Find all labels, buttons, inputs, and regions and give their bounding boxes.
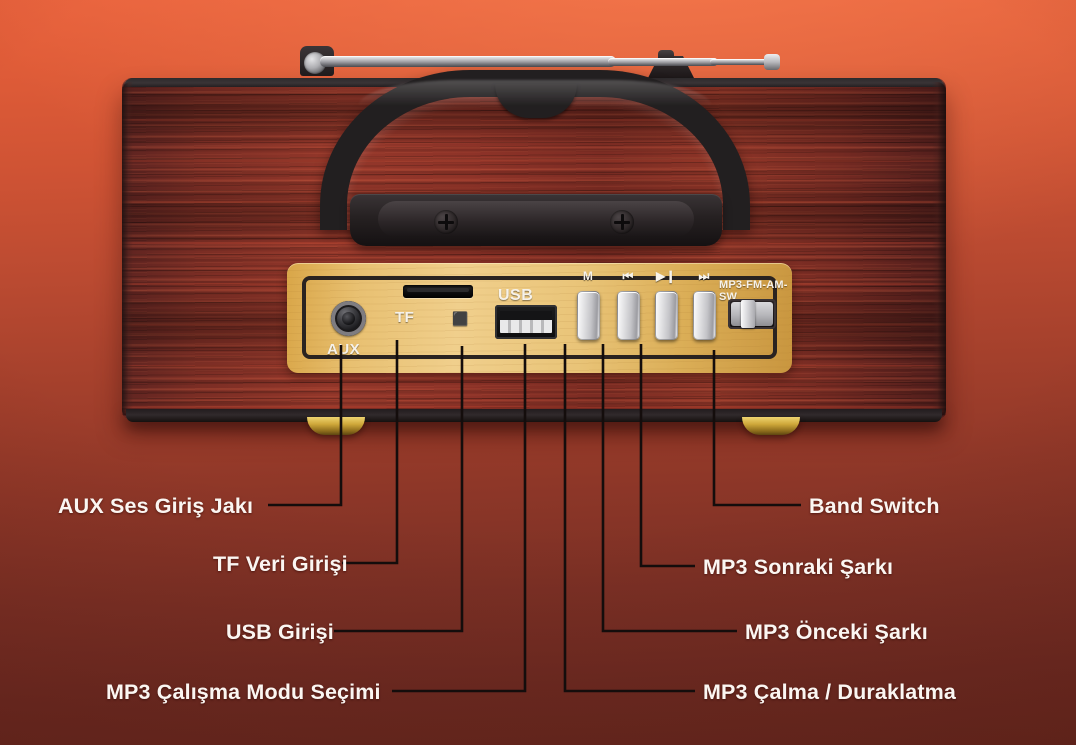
play-pause-button[interactable] xyxy=(655,291,678,340)
cabinet-foot-left xyxy=(307,417,365,435)
memory-card-icon: ⬛ xyxy=(452,311,469,326)
radio-speaker: AUX TF ⬛ USB M ⏮ ▶❙ ⏭ MP3-FM-AM-SW xyxy=(122,46,946,435)
annotation-band-switch: Band Switch xyxy=(809,494,940,518)
band-switch[interactable] xyxy=(728,299,776,329)
antenna-tip xyxy=(764,54,780,70)
annotation-aux: AUX Ses Giriş Jakı xyxy=(58,494,254,518)
control-panel: AUX TF ⬛ USB M ⏮ ▶❙ ⏭ MP3-FM-AM-SW xyxy=(287,263,792,373)
aux-port-label: AUX xyxy=(327,341,361,358)
next-button-caption: ⏭ xyxy=(698,269,710,283)
previous-button-caption: ⏮ xyxy=(622,269,634,283)
annotation-tf: TF Veri Girişi xyxy=(213,552,348,576)
annotation-mode: MP3 Çalışma Modu Seçimi xyxy=(106,680,381,704)
mode-button[interactable] xyxy=(577,291,600,340)
play-pause-button-caption: ▶❙ xyxy=(656,269,676,283)
antenna-segment-2 xyxy=(608,58,718,66)
annotation-previous: MP3 Önceki Şarkı xyxy=(745,620,928,644)
screw-icon-right xyxy=(610,210,634,234)
antenna-segment-1 xyxy=(320,56,616,67)
mode-button-caption: M xyxy=(582,269,594,283)
usb-port-label: USB xyxy=(498,287,534,304)
handle-mount-plate xyxy=(350,194,722,246)
cabinet-right-edge xyxy=(932,82,946,416)
next-button[interactable] xyxy=(693,291,716,340)
annotation-next: MP3 Sonraki Şarkı xyxy=(703,555,894,579)
usb-port[interactable] xyxy=(495,305,557,339)
screw-icon-left xyxy=(434,210,458,234)
tf-card-slot[interactable] xyxy=(403,285,473,298)
annotation-usb: USB Girişi xyxy=(226,620,334,644)
band-switch-knob[interactable] xyxy=(741,300,755,328)
carry-handle[interactable] xyxy=(320,70,750,248)
aux-jack[interactable] xyxy=(331,301,366,336)
telescopic-antenna[interactable] xyxy=(300,32,800,78)
cabinet-foot-right xyxy=(742,417,800,435)
previous-button[interactable] xyxy=(617,291,640,340)
annotation-play-pause: MP3 Çalma / Duraklatma xyxy=(703,680,957,704)
cabinet-bottom-edge xyxy=(126,409,942,422)
tf-port-label: TF xyxy=(395,309,415,326)
antenna-segment-3 xyxy=(710,59,770,65)
handle-highlight xyxy=(358,80,712,106)
cabinet-left-edge xyxy=(122,82,133,416)
